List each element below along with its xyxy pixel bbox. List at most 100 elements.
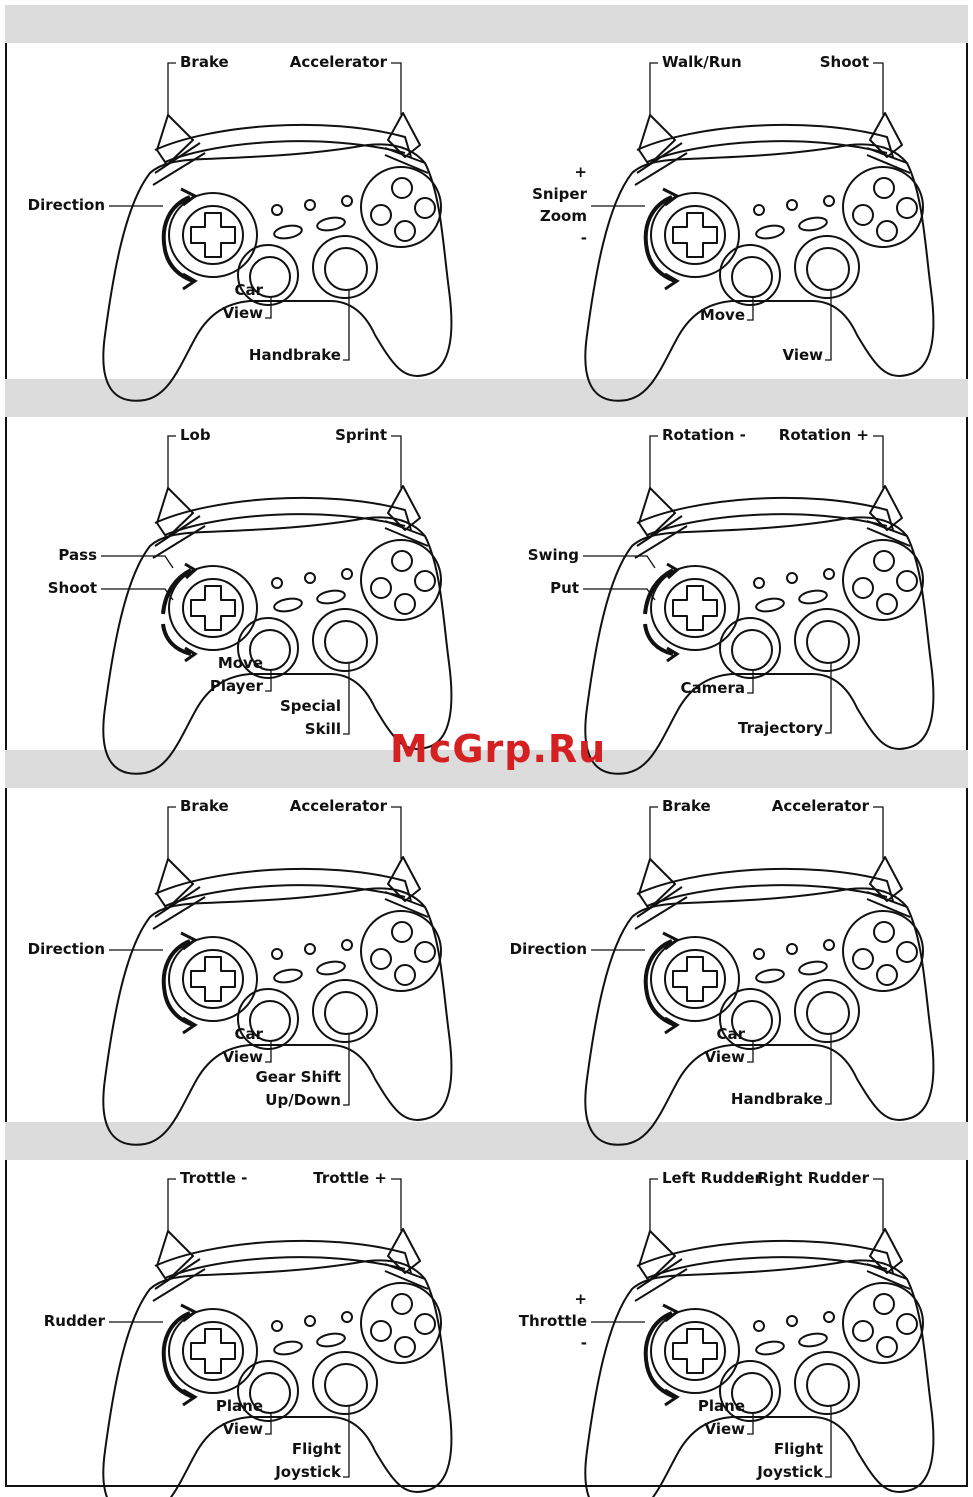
label-right-stick-line-1: View [782,346,823,364]
face-button-bottom [394,964,416,986]
arrow-up-head [666,562,680,580]
left-bumper-line-2 [152,896,206,930]
section-header-band-1 [5,5,968,43]
face-button-bottom [394,220,416,242]
shoulder-outline [154,496,412,531]
label-top-left: Rotation - [662,426,746,444]
left-trigger [638,858,676,910]
right-bumper-line [384,147,426,164]
label-left-2-line-1: Put [550,579,579,597]
callout-left [583,555,656,569]
dpad-ring [664,949,726,1009]
label-right-stick-line-1: Special [280,697,341,715]
arrow-head-top [180,187,198,207]
left-bumper-line [636,515,683,547]
left-bumper-line [636,142,683,174]
left-stick [249,256,291,298]
arrow-arc [643,1311,676,1399]
callout-left-stick [265,1413,272,1435]
face-button-bottom [876,220,898,242]
face-button-housing [842,539,924,621]
callout-top-right [873,62,884,115]
left-stick [731,1372,773,1414]
gamepad-body [102,887,453,1146]
callout-left-stick [747,1041,754,1063]
arrow-down-head [666,646,680,663]
face-button-top [391,550,413,572]
dpad-cross [672,212,718,258]
label-left-stick-line-1: Move [218,654,263,672]
dpad-housing [168,1308,258,1394]
face-button-right [896,941,918,963]
label-top-right: Right Rudder [757,1169,869,1187]
dpad-housing [650,192,740,278]
right-stick-housing [794,608,860,672]
arrow-head-top [180,1303,198,1323]
face-button-left [370,577,392,599]
rotation-arrow-icon [161,1303,198,1407]
label-top-right: Trottle + [313,1169,387,1187]
rotation-arrow-icon [643,931,680,1035]
shoulder-outline [636,123,894,158]
label-right-stick-line-1: Gear Shift [255,1068,341,1086]
face-button-top [391,177,413,199]
callout-left-stick [747,1413,754,1435]
callout-left-2 [583,588,656,601]
center-dot-2 [786,199,798,211]
callout-top-left [649,806,658,859]
face-button-left [852,948,874,970]
center-dot-3 [341,195,353,207]
arrow-head-top [662,931,680,951]
callout-top-left [167,435,176,488]
left-stick [731,1000,773,1042]
label-left-line-1: Rudder [44,1312,106,1330]
right-trigger [869,1228,903,1274]
left-stick [249,1372,291,1414]
rotation-arrow-icon [643,187,680,291]
arrow-up-arc [161,568,192,615]
gamepad-body [584,1259,935,1497]
left-trigger [156,487,194,539]
label-top-left: Brake [662,797,711,815]
center-dot-1 [753,204,765,216]
face-button-bottom [876,964,898,986]
callout-top-right [391,1178,402,1231]
select-button [755,968,785,984]
right-bumper-line [866,891,908,908]
right-bumper-line-2 [384,154,429,174]
right-stick [806,991,850,1035]
dpad-cross [190,956,236,1002]
face-button-bottom [394,593,416,615]
arrow-down-arc [161,623,192,656]
gamepad-icon [584,856,935,1146]
shoulder-inner-line [646,1256,888,1279]
right-trigger [869,112,903,158]
right-trigger [387,856,421,902]
label-top-right: Rotation + [779,426,869,444]
left-bumper-line [636,886,683,918]
left-trigger [156,1230,194,1282]
dpad-housing [650,1308,740,1394]
callout-right-stick [343,1034,350,1106]
center-dot-2 [786,572,798,584]
arrow-arc [161,1311,194,1399]
label-top-left: Walk/Run [662,53,742,71]
face-button-top [391,1293,413,1315]
center-dot-2 [304,572,316,584]
shoulder-inner-line [164,1256,406,1279]
face-button-housing [360,539,442,621]
dpad-ring [182,205,244,265]
arrow-arc [161,939,194,1027]
label-top-left: Left Rudder [662,1169,763,1187]
label-right-stick-line-1: Trajectory [738,719,823,737]
center-dot-3 [823,939,835,951]
right-bumper-line [866,147,908,164]
right-stick-housing [312,608,378,672]
face-button-left [852,577,874,599]
right-bumper-line-2 [384,898,429,918]
gamepad-icon [584,1228,935,1497]
